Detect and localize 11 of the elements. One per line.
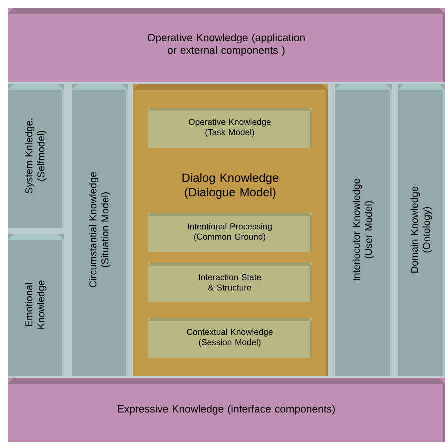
column-panel: System Knledge. (Selfmodel) [8,84,64,228]
model-box: Intentional Processing (Common Ground) [148,213,312,252]
column-panel: Emotional Knowledge [8,234,64,376]
column-panel: Domain Knowledge (Ontology) [398,84,445,376]
model-box: Contextual Knowledge (Session Model) [148,318,312,358]
model-box: Interaction State & Structure [148,263,312,302]
column-panel: Circumstantial Knowledge (Situation Model) [72,84,128,376]
band-panel: Operative Knowledge (application or external components ) [8,8,445,82]
band-panel: Expressive Knowledge (interface components) [8,378,445,442]
column-panel: Interlocutor Knowledge (User Model) [335,84,392,376]
model-box: Operative Knowledge (Task Model) [148,108,312,148]
